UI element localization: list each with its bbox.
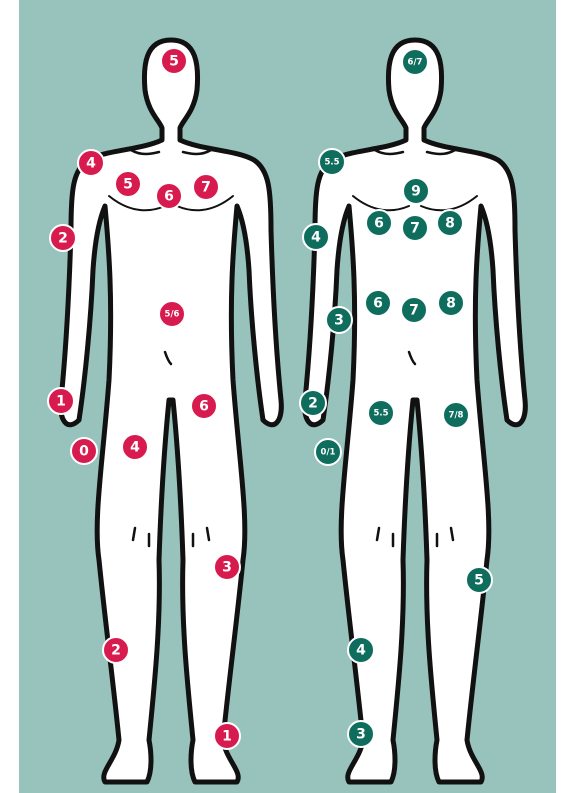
marker-label: 8 [445,216,455,232]
marker-label: 2 [111,643,121,659]
left-figure-marker-3: 5 [115,171,141,197]
right-figure-marker-15: 0/1 [315,439,341,465]
marker-label: 5.5 [324,158,339,168]
right-figure-marker-5: 6 [366,210,392,236]
left-figure-marker-9: 6 [191,393,217,419]
marker-label: 6 [199,399,209,415]
marker-label: 0/1 [321,448,336,458]
marker-label: 7/8 [449,411,464,421]
marker-label: 7 [201,180,211,196]
body-map-panel: 5 4 5 6 7 2 5/6 1 6 0 4 3 2 1 6/7 5.5 9 4 6 7 8 3 6 7 8 2 5.5 7/8 0… [19,0,556,793]
marker-label: 5 [123,177,133,193]
marker-label: 4 [311,230,321,246]
marker-label: 5 [474,573,484,589]
marker-label: 6 [164,189,174,205]
marker-label: 2 [58,231,68,247]
left-figure-marker-8: 1 [48,388,74,414]
left-figure-marker-13: 2 [103,637,129,663]
marker-label: 0 [79,444,89,460]
left-figure-marker-10: 0 [71,438,97,464]
marker-label: 1 [222,729,232,745]
left-figure-marker-5: 7 [193,174,219,200]
body-map-diagram: 5 4 5 6 7 2 5/6 1 6 0 4 3 2 1 6/7 5.5 9 4 6 7 8 3 6 7 8 2 5.5 7/8 0… [19,0,556,793]
marker-label: 3 [334,313,344,329]
marker-label: 4 [130,440,140,456]
marker-label: 8 [446,296,456,312]
right-figure-marker-4: 4 [303,224,329,250]
right-figure-marker-11: 8 [438,290,464,316]
marker-label: 5.5 [373,409,388,419]
right-figure-marker-12: 2 [300,390,326,416]
right-figure-marker-13: 5.5 [368,400,394,426]
marker-label: 6/7 [408,58,423,68]
right-figure-marker-6: 7 [402,215,428,241]
right-figure-marker-1: 6/7 [402,49,428,75]
left-figure-marker-4: 6 [156,183,182,209]
marker-label: 1 [56,394,66,410]
marker-label: 7 [410,221,420,237]
right-figure-marker-14: 7/8 [443,402,469,428]
left-figure-marker-2: 4 [78,150,104,176]
marker-label: 4 [356,643,366,659]
marker-label: 3 [222,560,232,576]
right-figure-marker-7: 8 [437,210,463,236]
right-figure-marker-8: 3 [326,307,352,333]
marker-label: 7 [409,303,419,319]
right-figure-marker-16: 5 [466,567,492,593]
right-figure-marker-3: 9 [403,178,429,204]
marker-label: 6 [373,296,383,312]
marker-label: 4 [86,156,96,172]
left-figure-marker-11: 4 [122,434,148,460]
left-figure-marker-7: 5/6 [159,301,185,327]
left-figure-marker-12: 3 [214,554,240,580]
right-figure-marker-17: 4 [348,637,374,663]
marker-label: 9 [411,184,421,200]
marker-label: 6 [374,216,384,232]
right-figure-marker-10: 7 [401,297,427,323]
marker-label: 3 [356,727,366,743]
left-figure-marker-14: 1 [214,723,240,749]
marker-label: 2 [308,396,318,412]
right-figure-marker-9: 6 [365,290,391,316]
marker-label: 5/6 [165,310,180,320]
right-figure-marker-18: 3 [348,721,374,747]
right-figure-marker-2: 5.5 [319,149,345,175]
left-figure-marker-1: 5 [161,48,187,74]
left-figure-marker-6: 2 [50,225,76,251]
marker-label: 5 [169,54,179,70]
